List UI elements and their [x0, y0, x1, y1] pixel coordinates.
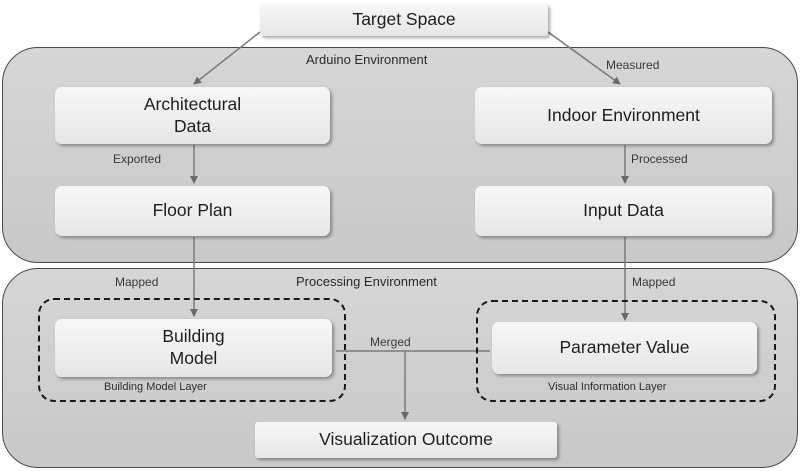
edge-label-mapped-left: Mapped: [115, 275, 159, 289]
building-model-layer-frame: [38, 298, 346, 402]
edge-label-processed: Processed: [631, 152, 688, 166]
arduino-environment-title: Arduino Environment: [306, 52, 428, 67]
node-indoor-environment: Indoor Environment: [475, 87, 772, 144]
node-floor-plan: Floor Plan: [55, 186, 330, 236]
node-input-data: Input Data: [475, 186, 772, 236]
edge-label-exported: Exported: [113, 152, 162, 166]
node-building-model: Building Model: [55, 319, 332, 377]
node-parameter-value: Parameter Value: [492, 322, 757, 374]
edge-label-merged: Merged: [370, 335, 411, 349]
edge-target-to-indoor: [547, 31, 621, 85]
visual-information-layer-label: Visual Information Layer: [548, 381, 667, 393]
building-model-layer-label: Building Model Layer: [104, 381, 207, 393]
node-visualization-outcome: Visualization Outcome: [255, 422, 557, 458]
processing-environment-title: Processing Environment: [296, 274, 437, 289]
visual-information-layer-frame: [476, 300, 776, 402]
node-target-space: Target Space: [260, 4, 548, 36]
node-architectural-data: Architectural Data: [55, 87, 330, 144]
edge-label-measured: Measured: [606, 58, 660, 72]
edge-target-to-architectural: [193, 31, 261, 85]
edge-label-mapped-right: Mapped: [632, 275, 676, 289]
